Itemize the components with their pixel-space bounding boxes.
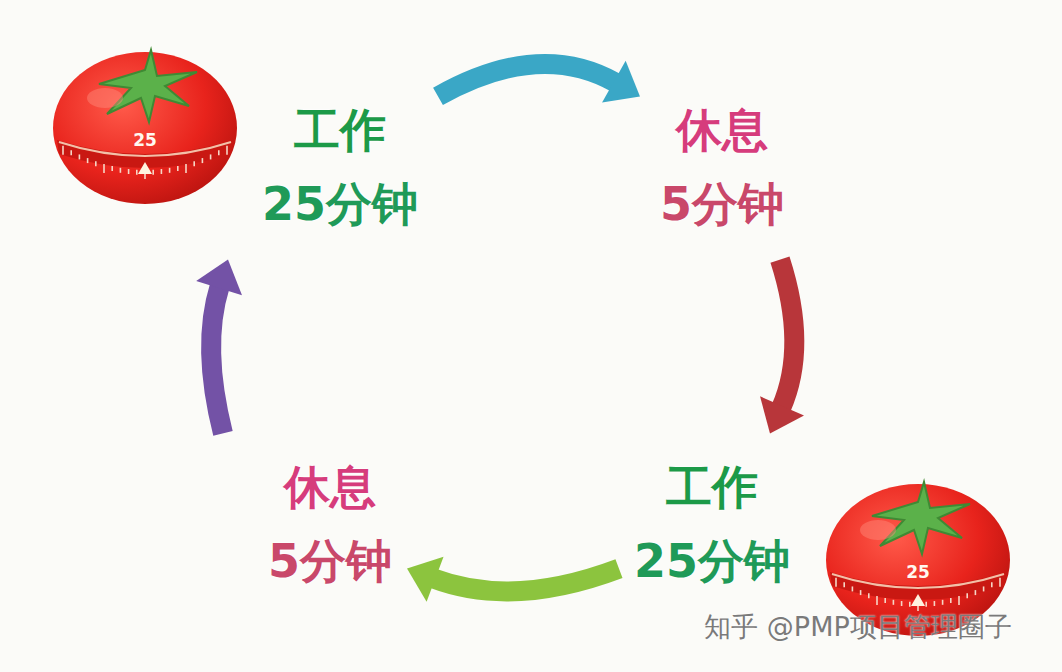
step-title: 休息 [268, 451, 392, 525]
step-duration: 25分钟 [634, 525, 790, 599]
step-duration: 5分钟 [660, 168, 784, 242]
cycle-arrow [407, 557, 619, 602]
step-title: 工作 [262, 94, 418, 168]
cycle-arrow [760, 260, 804, 434]
work-step: 工作25分钟 [634, 451, 790, 598]
rest-step: 休息5分钟 [660, 94, 784, 241]
cycle-arrow [196, 260, 242, 434]
step-title: 休息 [660, 94, 784, 168]
step-title: 工作 [634, 451, 790, 525]
rest-step: 休息5分钟 [268, 451, 392, 598]
cycle-arrow [438, 61, 640, 103]
work-step: 工作25分钟 [262, 94, 418, 241]
step-duration: 25分钟 [262, 168, 418, 242]
timer-number: 25 [133, 130, 157, 150]
timer-number: 25 [906, 562, 930, 582]
step-duration: 5分钟 [268, 525, 392, 599]
watermark: 知乎 @PMP项目管理圈子 [704, 609, 1011, 645]
